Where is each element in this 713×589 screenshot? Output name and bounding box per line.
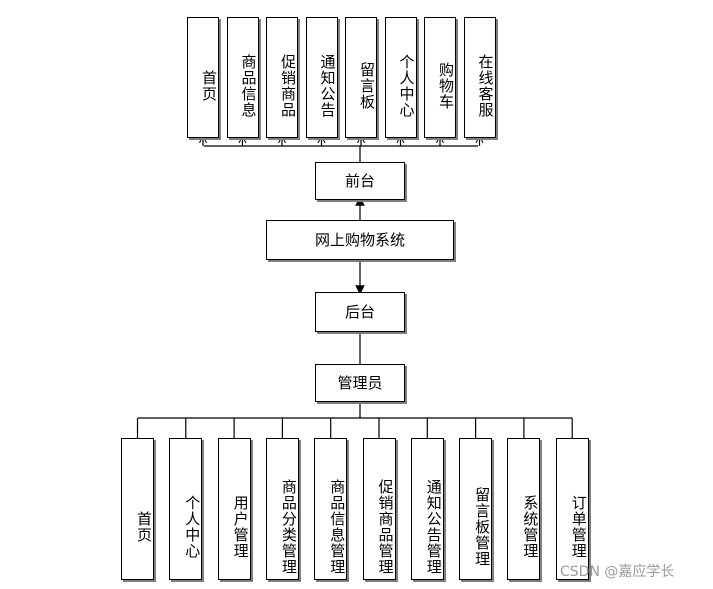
front-node: 前台 xyxy=(315,162,405,200)
admin-module-2: 用户管理 xyxy=(217,438,251,580)
admin-node: 管理员 xyxy=(315,364,405,402)
front-module-6: 购物车 xyxy=(424,17,456,138)
front-module-4: 留言板 xyxy=(345,17,377,138)
admin-module-8: 系统管理 xyxy=(507,438,541,580)
admin-module-6: 通知公告管理 xyxy=(410,438,444,580)
admin-module-7: 留言板管理 xyxy=(459,438,493,580)
admin-module-9: 订单管理 xyxy=(555,438,589,580)
front-module-0: 首页 xyxy=(187,17,219,138)
front-module-1: 商品信息 xyxy=(226,17,259,138)
admin-module-0: 首页 xyxy=(121,438,154,580)
front-module-5: 个人中心 xyxy=(384,17,417,138)
front-module-2: 促销商品 xyxy=(266,17,298,138)
system-node: 网上购物系统 xyxy=(266,220,454,260)
admin-module-5: 促销商品管理 xyxy=(362,438,396,580)
back-node: 后台 xyxy=(315,292,405,332)
admin-module-1: 个人中心 xyxy=(169,438,203,580)
front-module-3: 通知公告 xyxy=(305,17,338,138)
front-module-7: 在线客服 xyxy=(463,17,496,138)
watermark: CSDN @嘉应学长 xyxy=(560,564,675,580)
admin-module-4: 商品信息管理 xyxy=(314,438,348,580)
admin-module-3: 商品分类管理 xyxy=(265,438,299,580)
